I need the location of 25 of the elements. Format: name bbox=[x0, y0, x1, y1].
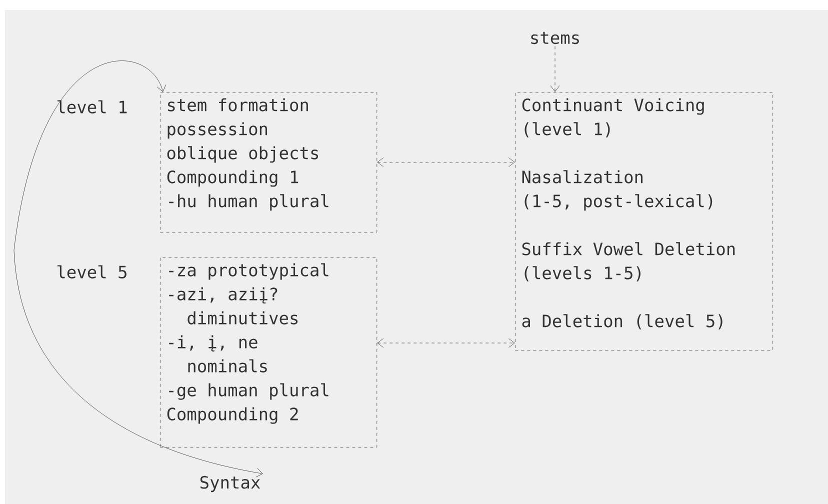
level-label: level 5 bbox=[58, 265, 126, 278]
list-item: Suffix Vowel Deletion (levels 1-5) bbox=[522, 242, 735, 282]
dashed-box bbox=[160, 92, 378, 232]
arrow bbox=[377, 158, 515, 167]
list-item: Nasalization (1-5, post-lexical) bbox=[522, 170, 712, 211]
dashed-box bbox=[160, 257, 378, 448]
list-item: -ge human plural bbox=[169, 383, 328, 400]
arrow bbox=[14, 60, 263, 478]
arrow bbox=[377, 338, 515, 348]
list-item: a Deletion (level 5) bbox=[522, 314, 722, 330]
list-item: -azi, aziį? diminutives bbox=[169, 287, 298, 324]
list-item: Compounding 1 bbox=[167, 170, 298, 187]
list-item: oblique objects bbox=[167, 146, 318, 163]
level-label: level 1 bbox=[58, 100, 127, 114]
list-item: Compounding 2 bbox=[167, 407, 298, 424]
text-label: stems bbox=[531, 32, 579, 44]
arrow bbox=[550, 46, 560, 92]
list-item: stem formation bbox=[168, 98, 308, 112]
list-item: -hu human plural bbox=[169, 194, 328, 211]
list-item: Continuant Voicing (level 1) bbox=[522, 98, 704, 138]
list-item: -za prototypical bbox=[169, 263, 328, 280]
list-item: -i, į, ne nominals bbox=[169, 335, 267, 372]
list-item: possession bbox=[168, 122, 268, 139]
text-label: Syntax bbox=[200, 476, 260, 492]
dashed-box bbox=[515, 92, 774, 350]
